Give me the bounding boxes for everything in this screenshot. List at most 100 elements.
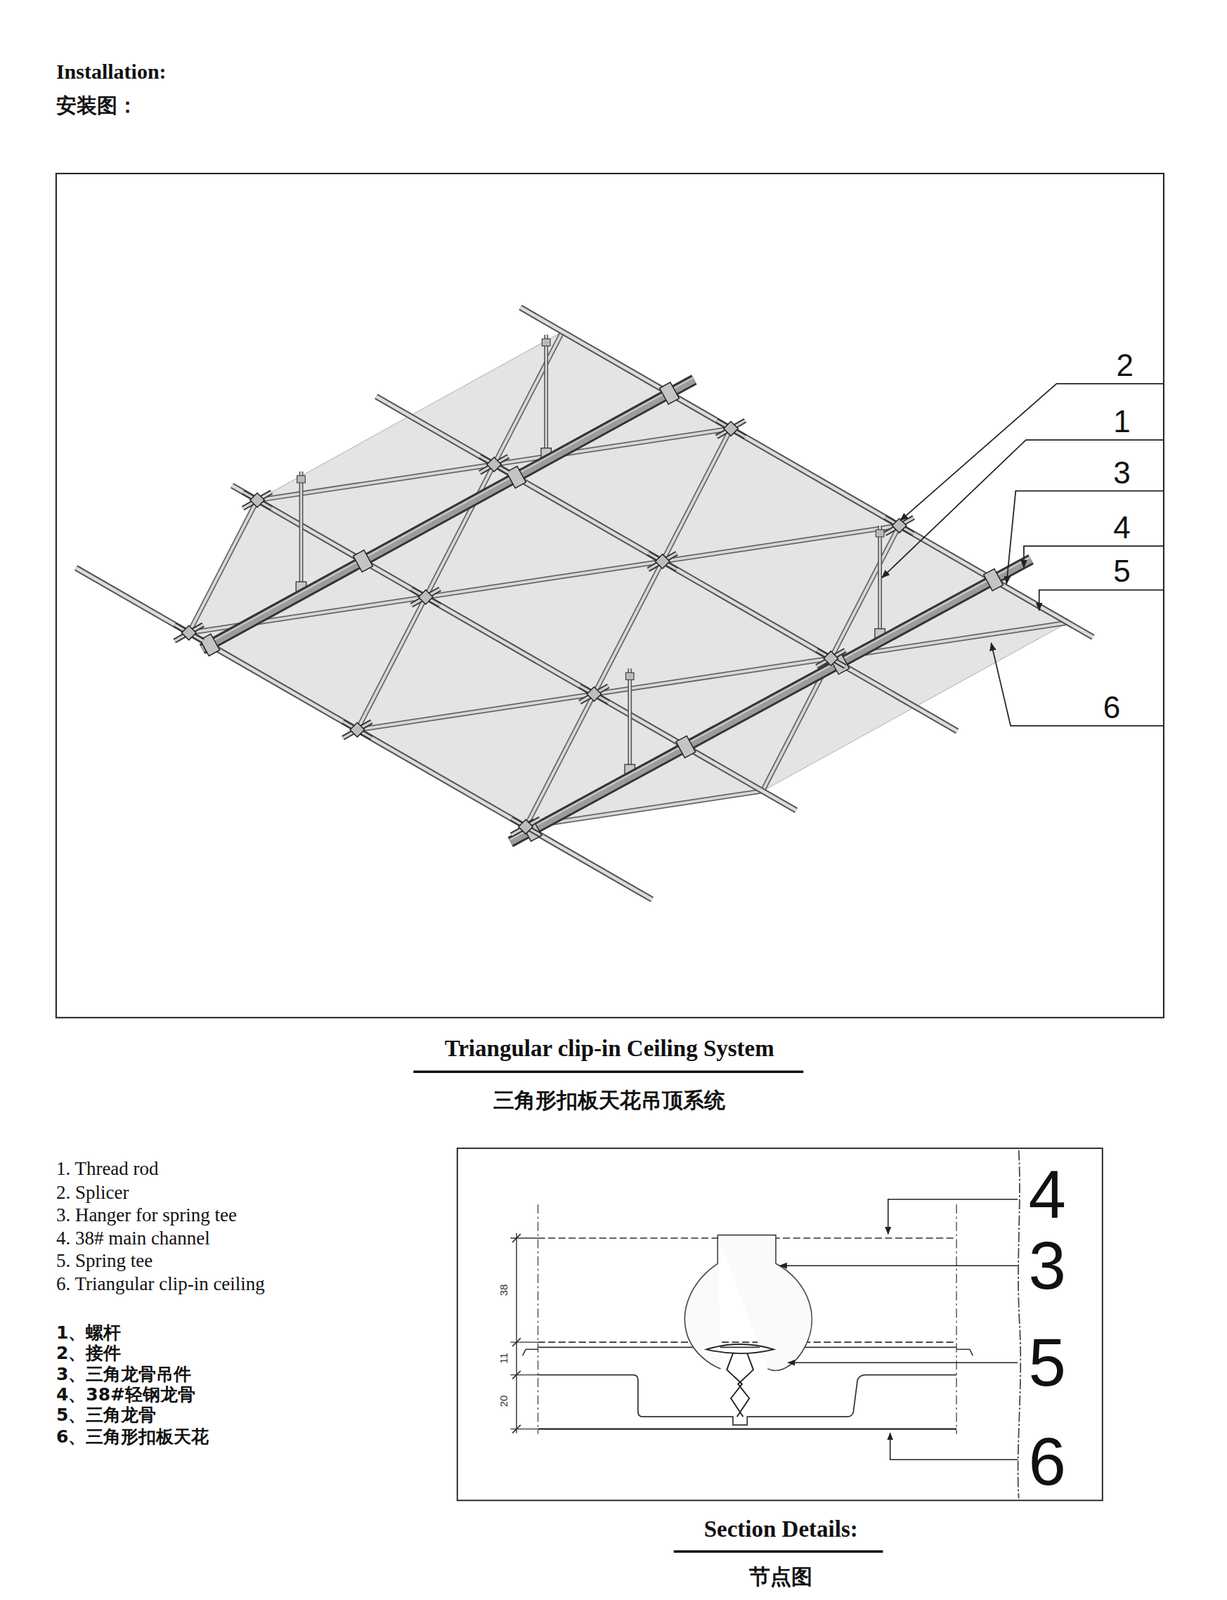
- splicer-arm-face: [411, 588, 440, 606]
- splicer: [342, 721, 372, 738]
- spring-tee-hanger: [506, 465, 527, 488]
- splicer-arm-face: [884, 517, 914, 534]
- main-channel-edge: [510, 559, 1031, 842]
- title: Installation:: [56, 61, 167, 83]
- splicer-core: [250, 492, 265, 508]
- dimension-tick: [510, 1374, 538, 1376]
- splicer-core: [349, 722, 365, 738]
- splicer: [884, 517, 914, 534]
- splicer-core: [654, 554, 670, 570]
- splicer-arm: [884, 517, 914, 534]
- spring-tee-rail-face: [375, 396, 958, 731]
- part-name: 1、螺杆: [56, 1323, 121, 1341]
- splicer-arm-face: [647, 553, 677, 570]
- splicer-arm: [816, 650, 846, 667]
- spring-tee-rail-edge: [231, 485, 797, 811]
- spring-tee-rail-face: [520, 307, 1093, 638]
- splicer-arm: [511, 818, 541, 835]
- dimension-tick: [510, 1341, 538, 1343]
- dimension-label: 11: [498, 1353, 509, 1365]
- main-channel: [510, 559, 1031, 842]
- dimension-tick: [510, 1428, 538, 1430]
- thread-rod: [300, 471, 302, 594]
- illustration-frame: [56, 173, 1164, 1018]
- part-name: 5. Spring tee: [56, 1250, 153, 1270]
- splicer-arm-face: [342, 721, 372, 738]
- main-channel-edge: [202, 379, 695, 649]
- spring-tee-face: [356, 622, 1068, 731]
- callout-number: 5: [1113, 555, 1131, 587]
- spring-tee: [189, 525, 900, 634]
- section-heading: Section Details:: [704, 1517, 859, 1542]
- splicer: [511, 818, 541, 835]
- rod-nut: [541, 338, 551, 346]
- leader-line: [900, 383, 1164, 521]
- panel-face: [538, 1427, 958, 1430]
- splicer-arm-face: [243, 491, 272, 509]
- splicer: [174, 624, 204, 641]
- spring-tee-rail-edge: [75, 567, 653, 900]
- splicer-arm: [174, 624, 204, 641]
- spring-tee: [762, 525, 900, 792]
- callout-number: 4: [1113, 512, 1131, 544]
- thread-rod: [629, 668, 631, 777]
- main-channel-highlight: [202, 377, 695, 647]
- splicer-core: [518, 819, 534, 835]
- callout-number: 6: [1103, 692, 1121, 724]
- callout-number: 3: [1113, 457, 1131, 489]
- callout-number: 3: [1028, 1231, 1067, 1300]
- splicer-arm-face: [884, 517, 914, 534]
- splicer-core: [891, 518, 907, 534]
- dimension-tick: [510, 1237, 538, 1239]
- caption-underline: [673, 1550, 884, 1553]
- spring-tee-rail-face: [231, 485, 797, 811]
- spring-tee-rail: [520, 307, 1093, 638]
- leader-line: [1006, 491, 1164, 584]
- part-name: 2、接件: [56, 1343, 121, 1362]
- splicer-arm: [479, 456, 509, 473]
- channel-outline: [538, 1341, 958, 1343]
- spring-tee-rail: [231, 485, 797, 811]
- spring-tee-edge: [762, 525, 900, 792]
- splicer: [479, 456, 509, 473]
- splicer-core: [418, 589, 433, 605]
- thread-rod-edge: [543, 334, 549, 461]
- splicer-arm-face: [716, 420, 746, 437]
- splicer-arm: [579, 685, 609, 703]
- splicer: [243, 491, 272, 509]
- spring-tee-face: [356, 331, 563, 731]
- callout-number: 5: [1028, 1328, 1067, 1397]
- splicer: [816, 650, 846, 667]
- spring-tee-rail-edge: [375, 396, 958, 731]
- thread-rod-face: [545, 334, 548, 461]
- dimension-slash: [512, 1234, 521, 1243]
- heading-chinese: 安装图：: [56, 94, 138, 116]
- dimension-slash: [512, 1425, 521, 1434]
- splicer-core: [586, 686, 602, 702]
- spring-tee-rail-face: [75, 567, 653, 900]
- splicer-arm: [479, 456, 509, 473]
- leader-line: [1039, 590, 1164, 611]
- splicer-arm: [411, 588, 440, 606]
- splicer-arm-face: [579, 685, 609, 703]
- dimension-label: 38: [498, 1284, 509, 1297]
- splicer-arm: [716, 420, 746, 437]
- spring-tee-hanger: [659, 382, 680, 405]
- part-name: 4、38#轻钢龙骨: [56, 1385, 196, 1404]
- splicer-arm-face: [479, 456, 509, 473]
- splicer-arm-face: [243, 491, 272, 509]
- splicer-arm: [342, 721, 372, 738]
- thread-rod-edge: [877, 525, 882, 641]
- spring-tee-face: [189, 500, 258, 634]
- spring-tee-edge: [356, 622, 1068, 731]
- spring-tee-face: [189, 525, 900, 634]
- splicer-arm: [884, 517, 914, 534]
- leader-line: [888, 1199, 1018, 1235]
- splicer: [411, 588, 440, 606]
- main-channel-face: [202, 379, 695, 649]
- splicer-arm-face: [816, 650, 846, 667]
- splicer: [716, 420, 746, 437]
- section-heading-chinese: 节点图: [749, 1566, 813, 1588]
- part-name: 3、三角龙骨吊件: [56, 1365, 192, 1384]
- center-line: [537, 1204, 539, 1435]
